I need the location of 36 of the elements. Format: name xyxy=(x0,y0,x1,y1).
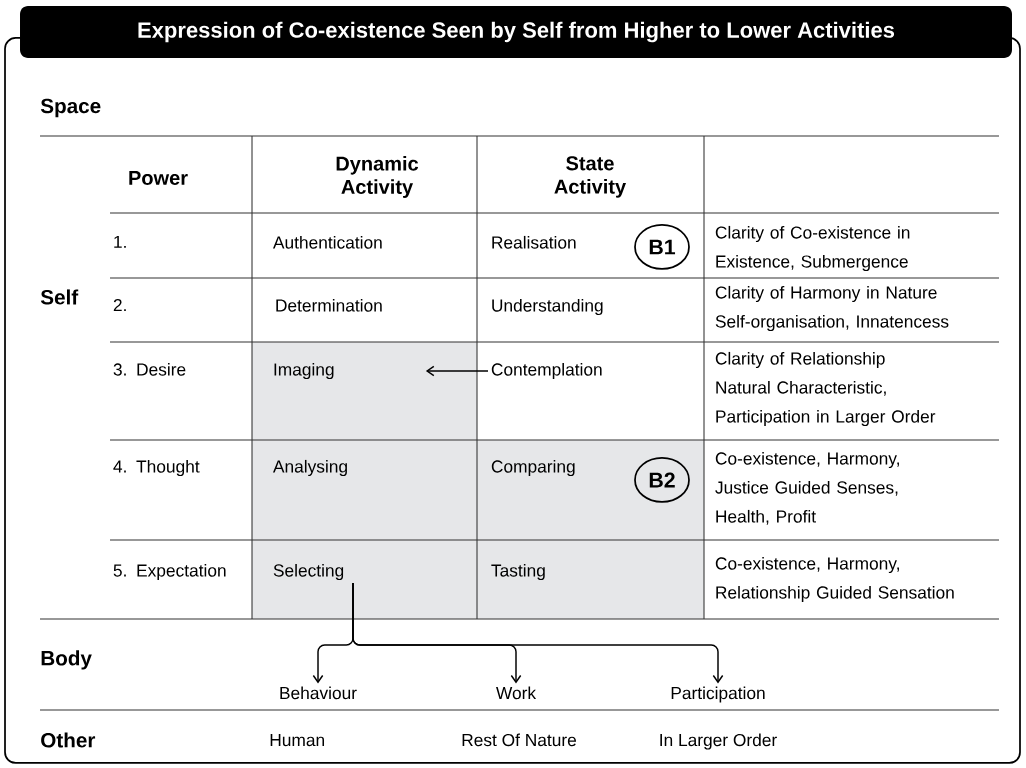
arrow xyxy=(425,365,489,377)
activity-text: Imaging xyxy=(274,362,334,380)
power-label: 4. Thought xyxy=(113,459,200,477)
activity-text: Authentication xyxy=(273,235,382,249)
column-header: Power xyxy=(129,171,188,185)
power-label: 3. Desire xyxy=(113,362,186,376)
description-text: Co-existence, Harmony, Relationship Guided Sensation xyxy=(715,556,954,603)
column-header: Dynamic Activity xyxy=(336,156,419,198)
activity-text: Analysing xyxy=(273,459,347,477)
column-header: State Activity xyxy=(554,156,626,198)
section-label: Other xyxy=(41,732,96,748)
arrow xyxy=(352,582,724,684)
power-label: 1. xyxy=(114,235,126,248)
other-label: Human xyxy=(270,734,324,747)
other-label: In Larger Order xyxy=(660,733,777,750)
activity-text: Contemplation xyxy=(491,362,602,380)
title-banner: Expression of Co-existence Seen by Self from Higher to Lower Activities xyxy=(20,6,1012,58)
activity-text: Realisation xyxy=(492,235,576,249)
activity-text: Determination xyxy=(276,298,382,312)
body-label: Behaviour xyxy=(280,686,357,700)
activity-text: Comparing xyxy=(491,459,575,477)
description-text: Clarity of Relationship Natural Characteristic, Participation in Larger Order xyxy=(715,351,936,427)
body-label: Work xyxy=(496,686,537,700)
other-label: Rest Of Nature xyxy=(462,733,576,747)
body-label: Participation xyxy=(671,686,765,703)
power-label: 2. xyxy=(113,298,126,312)
description-text: Clarity of Co-existence in Existence, Submergence xyxy=(715,225,910,272)
description-text: Clarity of Harmony in Nature Self-organisation, Innatencess xyxy=(715,285,949,332)
section-label: Space xyxy=(40,98,101,118)
section-label: Self xyxy=(40,289,79,305)
activity-text: Understanding xyxy=(492,298,603,316)
activity-text: Tasting xyxy=(491,563,545,581)
section-label: Body xyxy=(41,650,92,670)
activity-text: Selecting xyxy=(273,563,344,581)
power-label: 5. Expectation xyxy=(113,563,226,581)
description-text: Co-existence, Harmony, Justice Guided Senses, Health, Profit xyxy=(715,451,899,525)
